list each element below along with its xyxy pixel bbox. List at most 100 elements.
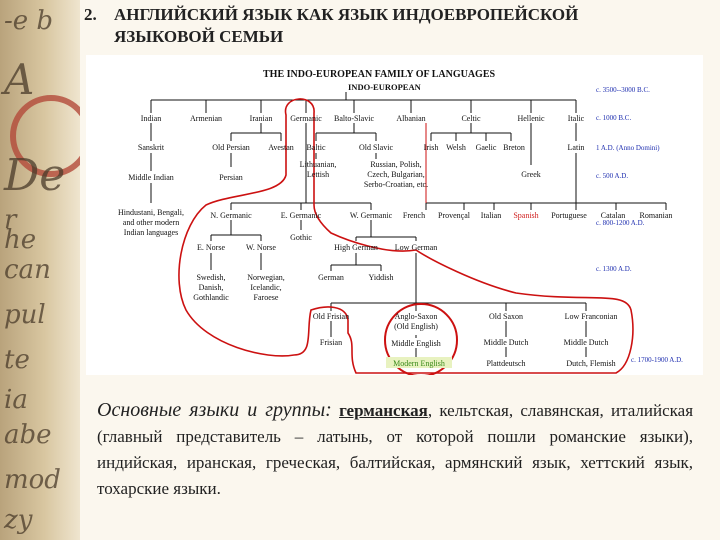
node-persian: Persian [219, 173, 243, 182]
node-greek: Greek [521, 170, 541, 179]
manuscript-text: A [4, 55, 35, 104]
node-sanskrit: Sanskrit [138, 143, 165, 152]
node-spanish: Spanish [513, 211, 538, 220]
page-title: 2. АНГЛИЙСКИЙ ЯЗЫК КАК ЯЗЫК ИНДОЕВРОПЕЙСК… [84, 4, 704, 48]
node-w-germanic: W. Germanic [350, 211, 393, 220]
node-gothlandic: Gothlandic [193, 293, 229, 302]
node-swedish: Swedish, [196, 273, 225, 282]
modern-english-highlight [386, 357, 452, 368]
title-line-1: АНГЛИЙСКИЙ ЯЗЫК КАК ЯЗЫК ИНДОЕВРОПЕЙСКОЙ [114, 5, 579, 24]
node-slavic-line-1: Russian, Polish, [370, 160, 421, 169]
node-slavic-line-2: Czech, Bulgarian, [367, 170, 425, 179]
manuscript-text: r [4, 205, 17, 235]
node-slavic-line-3: Serbo-Croatian, etc. [364, 180, 428, 189]
title-line-2: ЯЗЫКОВОЙ СЕМЬИ [114, 27, 284, 46]
node-n-germanic: N. Germanic [210, 211, 252, 220]
node-italic: Italic [568, 114, 585, 123]
description-paragraph: Основные языки и группы: германская, кел… [97, 397, 693, 502]
node-celtic: Celtic [461, 114, 481, 123]
node-baltic: Baltic [306, 143, 326, 152]
red-initial-ornament [10, 95, 80, 177]
node-portuguese: Portuguese [551, 211, 587, 220]
node-old-frisian: Old Frisian [313, 312, 349, 321]
node-hindustani-line-1: Hindustani, Bengali, [118, 208, 184, 217]
description-rest: , кельтская, славянская, италийская (гла… [97, 401, 694, 498]
tree-nodes: Indian Armenian Iranian Germanic Balto-S… [118, 114, 672, 368]
manuscript-text: can [4, 255, 51, 285]
germanic-branch-annotation [178, 98, 634, 374]
manuscript-text: abe [4, 420, 52, 450]
node-middle-english: Middle English [391, 339, 441, 348]
node-welsh: Welsh [446, 143, 466, 152]
node-middle-indian: Middle Indian [128, 173, 174, 182]
node-danish: Danish, [199, 283, 224, 292]
node-high-german: High German [334, 243, 378, 252]
date-label: 1 A.D. (Anno Domini) [596, 144, 660, 152]
node-yiddish: Yiddish [369, 273, 394, 282]
date-label: c. 1700-1900 A.D. [631, 356, 683, 364]
node-old-persian: Old Persian [212, 143, 250, 152]
node-lithuanian: Lithuanian, [300, 160, 337, 169]
node-gaelic: Gaelic [476, 143, 497, 152]
language-family-tree: THE INDO-EUROPEAN FAMILY OF LANGUAGES IN… [86, 55, 703, 375]
tree-heading: THE INDO-EUROPEAN FAMILY OF LANGUAGES [263, 69, 495, 80]
manuscript-text: pul [4, 300, 46, 330]
manuscript-text: ia [4, 385, 28, 415]
date-label: c. 800-1200 A.D. [596, 219, 645, 227]
node-hindustani-line-2: and other modern [123, 218, 179, 227]
node-middle-dutch: Middle Dutch [484, 338, 529, 347]
manuscript-text: te [4, 345, 30, 375]
date-column: c. 3500--3000 B.C. c. 1000 B.C. 1 A.D. (… [596, 86, 683, 364]
node-irish: Irish [424, 143, 439, 152]
node-norwegian: Norwegian, [247, 273, 285, 282]
node-old-saxon: Old Saxon [489, 312, 523, 321]
node-catalan: Catalan [601, 211, 625, 220]
node-old-slavic: Old Slavic [359, 143, 393, 152]
node-germanic: Germanic [290, 114, 322, 123]
manuscript-text: mod [4, 465, 61, 495]
node-breton: Breton [503, 143, 525, 152]
node-anglo-saxon: Anglo-Saxon [395, 312, 438, 321]
node-low-franconian: Low Franconian [565, 312, 618, 321]
node-hellenic: Hellenic [517, 114, 545, 123]
tree-connectors [150, 92, 667, 357]
node-icelandic: Icelandic, [250, 283, 281, 292]
english-highlight-circle [384, 303, 458, 375]
node-hindustani-line-3: Indian languages [124, 228, 178, 237]
node-german: German [318, 273, 344, 282]
node-iranian: Iranian [250, 114, 273, 123]
title-number: 2. [84, 5, 97, 24]
node-middle-dutch-2: Middle Dutch [564, 338, 609, 347]
date-label: c. 500 A.D. [596, 172, 628, 180]
date-label: c. 1000 B.C. [596, 114, 631, 122]
node-provencal: Provençal [438, 211, 471, 220]
node-faroese: Faroese [254, 293, 279, 302]
description-lead: Основные языки и группы: [97, 399, 332, 421]
description-germanic: германская [339, 401, 428, 420]
node-low-german: Low German [395, 243, 437, 252]
node-romanian: Romanian [640, 211, 673, 220]
node-lettish: Lettish [307, 170, 329, 179]
node-plattdeutsch: Plattdeutsch [486, 359, 525, 368]
node-avestan: Avestan [268, 143, 294, 152]
node-albanian: Albanian [396, 114, 425, 123]
node-e-norse: E. Norse [197, 243, 225, 252]
date-label: c. 1300 A.D. [596, 265, 632, 273]
node-e-germanic: E. Germanic [281, 211, 322, 220]
node-armenian: Armenian [190, 114, 222, 123]
manuscript-text: De [4, 150, 66, 201]
node-latin: Latin [568, 143, 585, 152]
manuscript-text: -e b [4, 6, 54, 36]
date-label: c. 3500--3000 B.C. [596, 86, 650, 94]
node-balto-slavic: Balto-Slavic [334, 114, 374, 123]
node-italian: Italian [481, 211, 501, 220]
tree-root: INDO-EUROPEAN [348, 82, 422, 92]
node-frisian: Frisian [320, 338, 342, 347]
manuscript-decoration: -e b A De r he can pul te ia abe mod zy [0, 0, 80, 540]
node-w-norse: W. Norse [246, 243, 276, 252]
manuscript-text: zy [4, 505, 33, 535]
node-dutch-flemish: Dutch, Flemish [566, 359, 615, 368]
node-modern-english: Modern English [393, 359, 445, 368]
node-french: French [403, 211, 425, 220]
manuscript-text: he [4, 225, 37, 255]
